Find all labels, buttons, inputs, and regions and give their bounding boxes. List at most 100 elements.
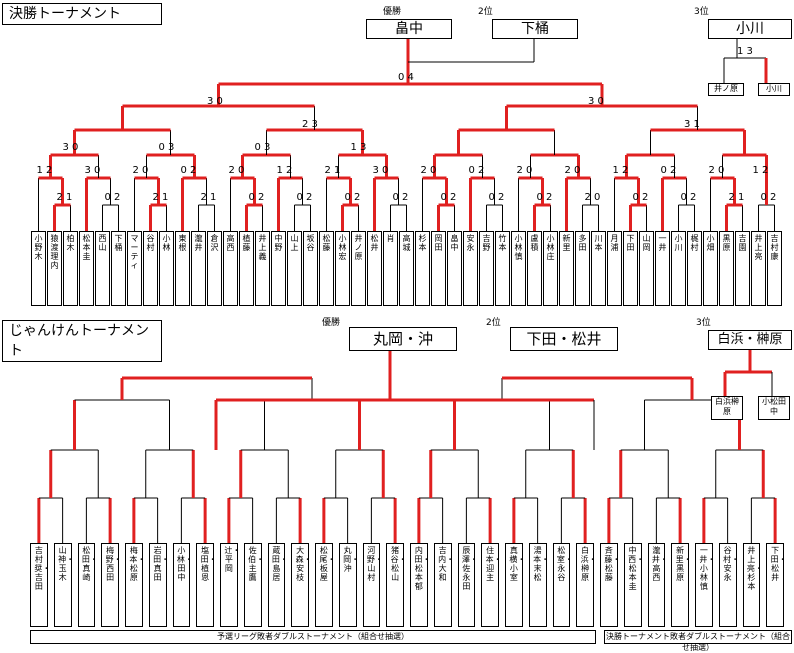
bottom-pair-box: 一井・小林慎 (695, 543, 713, 627)
top-player-box: 杉本 (415, 231, 430, 306)
top-player-name: 小川 (674, 234, 683, 252)
bottom-pair-box: 谷村・安永 (718, 543, 737, 627)
bottom-pair-member: 杉本 (747, 573, 756, 591)
bottom-pair-member: 小室 (509, 564, 518, 582)
bottom-pair-member: 辻・ (224, 546, 236, 555)
r32-score: 2 0 (420, 165, 437, 176)
bottom-pair-member: 吉田 (34, 573, 43, 591)
r32-score: 0 2 (180, 165, 197, 176)
top-player-box: 多田 (575, 231, 590, 306)
top-player-box: 松藤 (319, 231, 334, 306)
top-player-box: 黒原 (719, 231, 734, 306)
bottom-pair-box: 山神・玉木 (53, 543, 72, 627)
top-player-name: 吉村康 (770, 234, 779, 261)
top-player-box: 岡田 (431, 231, 446, 306)
top-player-name: 杉本 (418, 234, 427, 252)
bottom-pair-member: 大森・ (295, 546, 308, 564)
top-semi-score-1: 3 0 (207, 96, 223, 107)
bottom-pair-member: 玉木 (58, 564, 67, 582)
top-player-name: 岡田 (434, 234, 443, 252)
r32-score: 2 0 (132, 165, 149, 176)
bottom-pair-member: 丸岡・ (343, 546, 355, 564)
bottom-pair-member: 一井・ (699, 546, 711, 564)
top-player-name: 柏木 (66, 234, 75, 252)
r64-score: 0 2 (296, 192, 313, 203)
top-player-box: 西山 (95, 231, 110, 306)
top-player-name: 吉園 (738, 234, 747, 252)
bottom-pair-member: 小林慎 (699, 564, 708, 591)
bottom-pair-member: 辰澤・ (461, 546, 474, 564)
top-player-name: 小畑 (706, 234, 715, 252)
top-player-name: 安永 (466, 234, 475, 252)
top-player-box: 小林 (159, 231, 174, 306)
r32-score: 2 0 (516, 165, 533, 176)
bottom-pair-member: 松井 (771, 564, 780, 582)
top-player-name: 吉野 (482, 234, 491, 252)
bottom-pair-box: 真横・小室 (505, 543, 523, 627)
bottom-pair-box: 塩田・植恩 (196, 543, 214, 627)
top-champion-box: 畠中 (366, 19, 452, 39)
bottom-pair-member: 松山 (391, 564, 400, 582)
top-player-name: 小林庄 (546, 234, 555, 261)
top-player-name: 松藤 (322, 234, 331, 252)
bottom-pair-box: 松田・真崎 (77, 543, 96, 627)
top-player-box: 東根 (175, 231, 190, 306)
r32-score: 3 0 (84, 165, 101, 176)
top-player-name: 川本 (594, 234, 603, 252)
r32-score: 0 2 (468, 165, 485, 176)
r64-score: 0 2 (344, 192, 361, 203)
bottom-pair-box: 住本・迎主 (481, 543, 499, 627)
top-player-box: 瀧井 (191, 231, 206, 306)
top-player-box: 谷村 (143, 231, 158, 306)
top-player-box: 山岡 (639, 231, 654, 306)
bottom-pair-member: 末松 (533, 564, 542, 582)
top-player-name: 松本圭 (82, 234, 91, 261)
bottom-pair-box: 瀧井・高西 (647, 543, 666, 627)
top-player-box: 吉野 (479, 231, 494, 306)
r16-score: 0 3 (254, 142, 271, 153)
r32-score: 2 0 (564, 165, 581, 176)
top-player-name: 小野木 (34, 234, 43, 261)
bottom-rank3-label: 3位 (696, 318, 711, 328)
bottom-pair-member: 山神・ (58, 546, 70, 564)
top-player-name: 倉沢 (210, 234, 219, 252)
bottom-pair-member: 島居 (272, 564, 281, 582)
bottom-third-left: 白浜榊原 (711, 396, 743, 420)
top-player-box: 高西 (223, 231, 238, 306)
top-player-box: 松本圭 (79, 231, 94, 306)
bottom-pair-member: 湯本・ (533, 546, 545, 564)
top-player-name: 小林宏 (338, 234, 347, 261)
bottom-pair-member: 安永 (723, 564, 732, 582)
top-rank2-label: 2位 (478, 7, 493, 17)
bottom-pair-member: 植恩 (201, 564, 210, 582)
top-player-name: 竹本 (498, 234, 507, 252)
top-player-box: 盧積 (527, 231, 542, 306)
r64-score: 0 2 (680, 192, 697, 203)
top-player-name: 一井 (658, 234, 667, 252)
top-player-name: 谷村 (146, 234, 155, 252)
bottom-pair-member: 井上亮・ (746, 546, 759, 573)
top-player-name: 井上亮 (754, 234, 763, 261)
bottom-pair-box: 中西・松本圭 (623, 543, 642, 627)
r64-score: 0 2 (440, 192, 457, 203)
bottom-pair-member: 迎主 (486, 564, 495, 582)
top-player-box: 小川 (671, 231, 686, 306)
bottom-pair-member: 安枝 (296, 564, 305, 582)
r32-score: 3 0 (372, 165, 389, 176)
bottom-pair-box: 猪谷・松山 (386, 543, 404, 627)
r64-score: 0 2 (760, 192, 777, 203)
bottom-pair-member: 新里・ (675, 546, 688, 564)
top-player-name: マーティ (130, 234, 139, 270)
r64-score: 0 2 (392, 192, 409, 203)
bottom-pair-box: 白浜・榊原 (576, 543, 594, 627)
footer-right-note: 決勝トーナメント敗者ダブルストーナメント（組合せ抽選） (604, 630, 792, 652)
bottom-pair-box: 梅野・西田 (101, 543, 119, 627)
r64-score: 2 1 (56, 192, 73, 203)
bottom-pair-member: 佐永田 (462, 564, 471, 591)
bottom-pair-box: 下田・松井 (766, 543, 784, 627)
r16-score: 0 3 (158, 142, 175, 153)
bottom-pair-member: 板屋 (319, 564, 328, 582)
top-qf-score-1: 2 3 (302, 119, 318, 130)
top-player-box: 井上義 (255, 231, 270, 306)
bottom-pair-member: 松藤 (604, 564, 613, 582)
